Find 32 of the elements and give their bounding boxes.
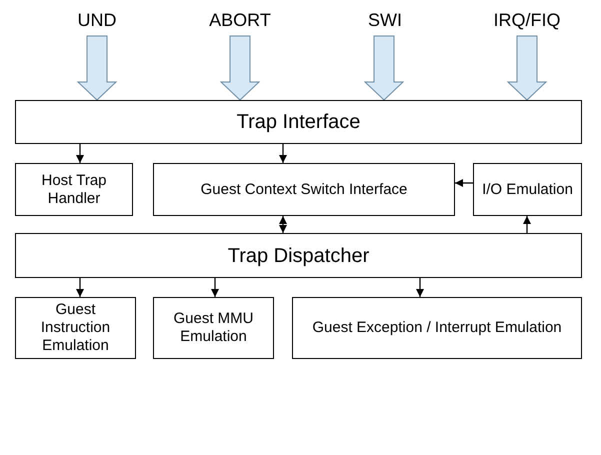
signal-label: SWI xyxy=(350,6,420,34)
box-label: Guest MMU Emulation xyxy=(172,310,254,346)
process-box xyxy=(15,233,582,278)
signal-label: IRQ/FIQ xyxy=(482,6,572,34)
box-label: I/O Emulation xyxy=(481,180,574,198)
process-box xyxy=(15,297,136,359)
process-box xyxy=(153,297,274,359)
arrow xyxy=(76,144,84,163)
box-label: Trap Interface xyxy=(236,110,362,134)
process-box xyxy=(153,163,455,216)
arrow xyxy=(523,216,531,233)
process-box xyxy=(15,163,133,216)
arrow xyxy=(279,144,287,163)
arrow xyxy=(416,278,424,297)
arrow xyxy=(76,278,84,297)
signal-label: UND xyxy=(62,6,132,34)
block-arrow xyxy=(364,36,404,101)
box-label: Guest Instruction Emulation xyxy=(40,301,112,355)
box-label: Host Trap Handler xyxy=(40,172,108,208)
process-box xyxy=(473,163,582,216)
process-box xyxy=(292,297,582,359)
block-arrow xyxy=(220,36,260,101)
box-label: Guest Exception / Interrupt Emulation xyxy=(311,319,563,337)
box-label: Guest Context Switch Interface xyxy=(200,180,408,198)
process-box xyxy=(15,100,582,144)
arrow xyxy=(455,179,473,187)
signal-label: ABORT xyxy=(200,6,280,34)
arrow xyxy=(211,278,219,297)
box-label: Trap Dispatcher xyxy=(226,244,370,268)
arrow xyxy=(279,216,287,233)
block-arrow xyxy=(506,36,548,101)
block-arrow xyxy=(76,36,118,101)
